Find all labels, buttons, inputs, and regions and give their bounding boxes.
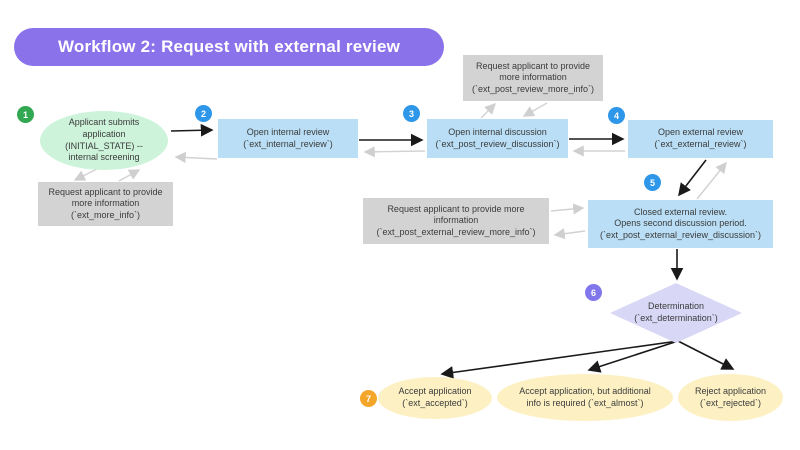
arrow-discussion-back-to-internal-review (363, 146, 426, 158)
node-initial-state[interactable]: Applicant submits application (INITIAL_S… (40, 111, 168, 170)
arrow-closed-review-back-to-external-review (696, 161, 727, 200)
page-title: Workflow 2: Request with external review (14, 28, 444, 66)
step-badge-3: 3 (403, 105, 420, 122)
step-badge-4: 4 (608, 107, 625, 124)
node-ext-rejected[interactable]: Reject application (`ext_rejected`) (678, 374, 783, 421)
step-badge-2: 2 (195, 105, 212, 122)
arrow-discussion-to-post-review-more-info (480, 103, 496, 119)
step-badge-5: 5 (644, 174, 661, 191)
arrow-post-review-more-info-to-discussion (522, 102, 548, 117)
forward-arrows (170, 123, 735, 379)
node-ext-post-review-discussion[interactable]: Open internal discussion (`ext_post_revi… (427, 119, 568, 158)
node-ext-internal-review[interactable]: Open internal review (`ext_internal_revi… (218, 119, 358, 158)
node-ext-accepted[interactable]: Accept application (`ext_accepted`) (378, 377, 492, 419)
arrow-post-ext-more-info-to-closed-review (550, 203, 585, 215)
arrow-closed-review-to-post-ext-more-info (553, 228, 586, 240)
node-ext-determination[interactable]: Determination (`ext_determination`) (610, 283, 742, 343)
node-ext-external-review[interactable]: Open external review (`ext_external_revi… (628, 120, 773, 158)
arrow-external-review-to-closed-review (678, 159, 707, 197)
arrow-internal-review-back-to-start (174, 151, 218, 164)
step-badge-6: 6 (585, 284, 602, 301)
arrow-start-to-internal-review (170, 123, 214, 137)
node-ext-post-external-review-discussion[interactable]: Closed external review. Opens second dis… (588, 200, 773, 248)
node-ext-post-review-more-info[interactable]: Request applicant to provide more inform… (463, 55, 603, 101)
arrow-more-info-to-start (118, 169, 141, 182)
arrow-start-to-more-info (73, 168, 98, 181)
arrow-determination-to-rejected (677, 340, 735, 370)
node-ext-post-external-review-more-info[interactable]: Request applicant to provide more inform… (363, 198, 549, 244)
step-badge-1: 1 (17, 106, 34, 123)
node-ext-almost[interactable]: Accept application, but additional info … (497, 374, 673, 421)
node-ext-more-info[interactable]: Request applicant to provide more inform… (38, 182, 173, 226)
arrow-determination-to-almost (587, 340, 679, 373)
step-badge-7: 7 (360, 390, 377, 407)
arrow-determination-to-accepted (440, 340, 679, 379)
